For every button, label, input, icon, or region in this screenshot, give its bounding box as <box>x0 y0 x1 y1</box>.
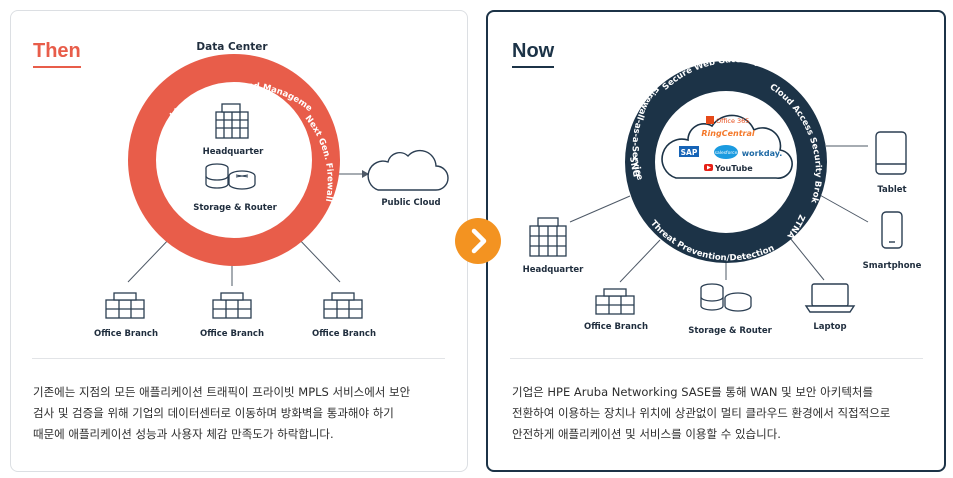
router-icon <box>228 170 256 190</box>
now-description: 기업은 HPE Aruba Networking SASE를 통해 WAN 및 … <box>512 382 890 445</box>
then-heading: Then <box>33 40 81 68</box>
storage-icon <box>205 163 229 189</box>
app-salesforce: salesforce <box>715 150 738 156</box>
now-headquarter-label: Headquarter <box>523 265 585 275</box>
now-router-icon <box>724 292 752 312</box>
now-tablet-label: Tablet <box>877 185 906 195</box>
app-ringcentral: RingCentral <box>701 129 754 138</box>
smartphone-icon <box>881 211 903 249</box>
office-branch-icons <box>105 292 363 319</box>
office365-icon <box>706 116 714 124</box>
then-branch-label-3: Office Branch <box>312 329 376 339</box>
now-headquarter-icon <box>529 217 567 257</box>
then-divider <box>32 358 445 359</box>
headquarter-building-icon <box>215 103 249 139</box>
then-storage-label: Storage & Router <box>193 203 277 213</box>
now-storage-icon <box>700 283 724 311</box>
app-workday: workday. <box>742 149 783 158</box>
then-headquarter-label: Headquarter <box>203 147 265 157</box>
next-button[interactable] <box>455 218 501 264</box>
salesforce-logo-icon <box>714 145 738 159</box>
then-description: 기존에는 지점의 모든 애플리케이션 트래픽이 프라이빗 MPLS 서비스에서 … <box>33 382 410 445</box>
play-icon <box>707 165 711 170</box>
arrow-head-icon <box>362 170 369 178</box>
app-youtube: YouTube <box>714 164 753 173</box>
then-datacenter-label: Data Center <box>196 41 268 53</box>
now-ring-label-dns: DNS <box>629 156 643 178</box>
chevron-right-icon <box>471 228 487 254</box>
app-sap: SAP <box>681 148 698 157</box>
app-office365: Office 365 <box>716 117 749 125</box>
then-branch-label-1: Office Branch <box>94 329 158 339</box>
now-office-branch-icon <box>595 288 635 315</box>
office-branch-icon <box>323 292 363 319</box>
then-branch-label-2: Office Branch <box>200 329 264 339</box>
public-cloud-icon <box>367 149 449 191</box>
then-public-cloud-label: Public Cloud <box>381 198 440 208</box>
now-description-line: 안전하게 애플리케이션 및 서비스를 이용할 수 있습니다. <box>512 427 781 441</box>
now-storage-label: Storage & Router <box>688 326 772 336</box>
sap-logo-icon <box>679 146 699 157</box>
office-branch-icon <box>105 292 145 319</box>
then-description-line: 검사 및 검증을 위해 기업의 데이터센터로 이동하며 방화벽을 통과해야 하기 <box>33 406 394 420</box>
office-branch-icon <box>212 292 252 319</box>
now-branch-label: Office Branch <box>584 322 648 332</box>
then-description-line: 때문에 애플리케이션 성능과 사용자 체감 만족도가 하락합니다. <box>33 427 334 441</box>
now-heading: Now <box>512 40 555 68</box>
laptop-icon <box>804 283 856 313</box>
now-description-line: 전환하여 이용하는 장치나 위치에 상관없이 멀티 클라우드 환경에서 직접적으… <box>512 406 891 420</box>
tablet-icon <box>875 131 907 175</box>
now-description-line: 기업은 HPE Aruba Networking SASE를 통해 WAN 및 … <box>512 385 874 399</box>
now-smartphone-label: Smartphone <box>863 261 922 271</box>
now-laptop-label: Laptop <box>813 322 846 332</box>
then-description-line: 기존에는 지점의 모든 애플리케이션 트래픽이 프라이빗 MPLS 서비스에서 … <box>33 385 411 399</box>
then-ring <box>128 54 340 266</box>
now-divider <box>510 358 923 359</box>
